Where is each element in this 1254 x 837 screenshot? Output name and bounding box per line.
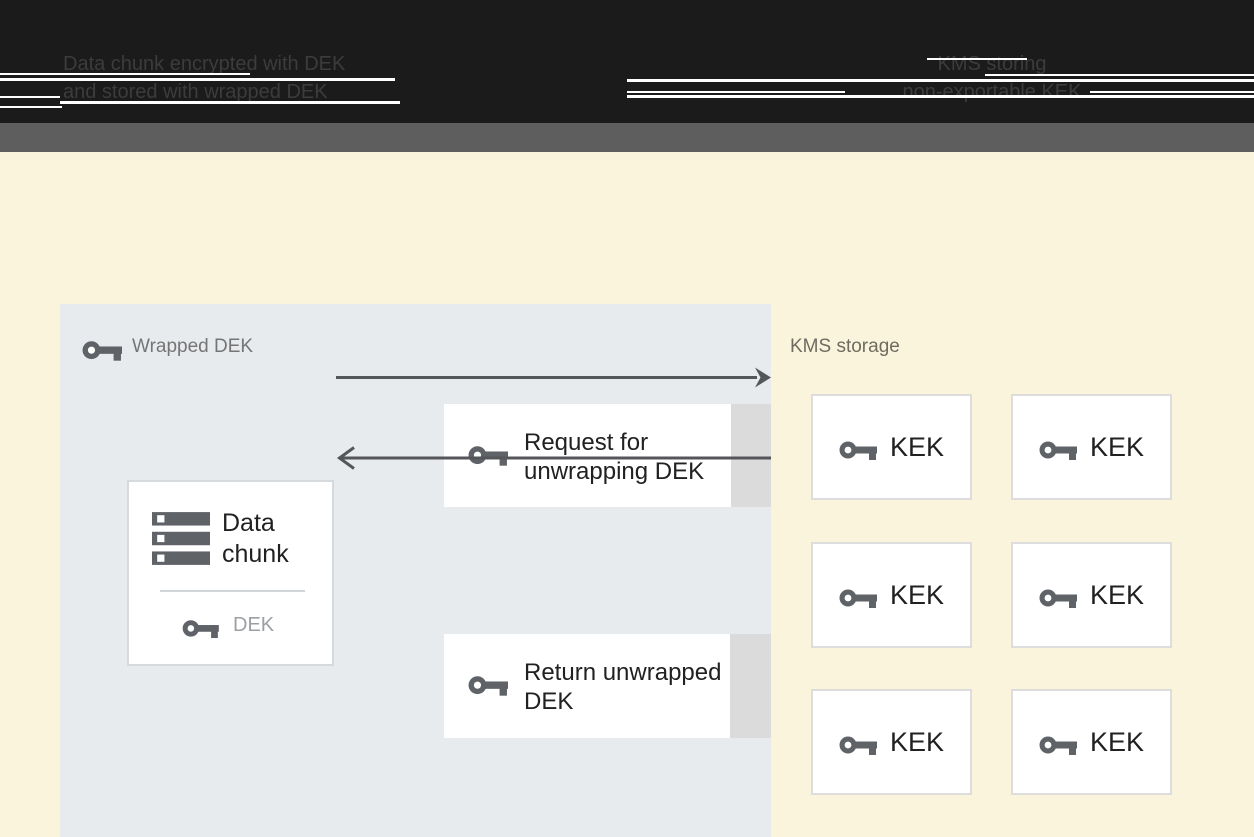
- glitch-line: [0, 78, 395, 81]
- glitch-line: [927, 58, 1027, 60]
- storage-stack-icon: [152, 512, 210, 565]
- wrapped-dek-header: Wrapped DEK: [82, 332, 253, 362]
- kek-box: KEK: [811, 689, 972, 795]
- key-icon: [182, 612, 219, 639]
- request-box-label: Request for unwrapping DEK: [524, 429, 705, 485]
- data-chunk-title: Data chunk: [222, 509, 289, 568]
- top-caption-banner: Data chunk encrypted with DEK and stored…: [0, 0, 1254, 123]
- right-caption-line2: non-exportable KEK: [902, 81, 1082, 103]
- kek-label: KEK: [889, 431, 945, 462]
- key-icon: [468, 667, 508, 697]
- glitch-line: [0, 96, 60, 98]
- kek-box: KEK: [1011, 689, 1172, 795]
- return-unwrapped-dek-box: Return unwrapped DEK: [444, 634, 730, 738]
- glitch-line: [627, 79, 1254, 82]
- kek-box: KEK: [1011, 542, 1172, 648]
- wrapped-dek-panel: Wrapped DEK Data chunk DEK Request for u…: [60, 304, 771, 837]
- request-unwrap-dek-box: Request for unwrapping DEK: [444, 404, 731, 507]
- key-icon: [839, 581, 877, 609]
- key-icon: [1039, 433, 1077, 461]
- kek-box: KEK: [1011, 394, 1172, 500]
- data-chunk-divider: [160, 590, 305, 592]
- gray-divider-strip: [0, 123, 1254, 152]
- dek-label: DEK: [233, 614, 275, 636]
- glitch-line: [985, 74, 1254, 76]
- kek-box: KEK: [811, 542, 972, 648]
- diagram-canvas: Wrapped DEK Data chunk DEK Request for u…: [0, 152, 1254, 837]
- key-icon: [468, 437, 508, 467]
- return-box-label: Return unwrapped DEK: [524, 659, 722, 715]
- data-chunk-box: Data chunk DEK: [127, 480, 334, 666]
- key-icon: [839, 433, 877, 461]
- left-caption-line2: and stored with wrapped DEK: [63, 81, 328, 103]
- glitch-line: [1090, 91, 1254, 93]
- key-icon: [82, 332, 122, 362]
- kek-box: KEK: [811, 394, 972, 500]
- wrapped-dek-label: Wrapped DEK: [132, 336, 254, 357]
- left-caption: Data chunk encrypted with DEK and stored…: [63, 50, 345, 106]
- glitch-line: [627, 91, 845, 93]
- kek-label: KEK: [1089, 579, 1145, 610]
- glitch-line: [60, 101, 400, 104]
- kek-label: KEK: [889, 726, 945, 757]
- glitch-line: [0, 73, 250, 75]
- kek-label: KEK: [889, 579, 945, 610]
- left-caption-line1: Data chunk encrypted with DEK: [63, 53, 346, 75]
- kek-label: KEK: [1089, 431, 1145, 462]
- glitch-line: [0, 106, 62, 108]
- glitch-line: [627, 95, 1254, 98]
- request-box-shadow: [731, 404, 771, 507]
- return-box-shadow: [730, 634, 771, 738]
- kek-label: KEK: [1089, 726, 1145, 757]
- kms-storage-title: KMS storage: [790, 336, 900, 357]
- key-icon: [1039, 728, 1077, 756]
- key-icon: [1039, 581, 1077, 609]
- key-icon: [839, 728, 877, 756]
